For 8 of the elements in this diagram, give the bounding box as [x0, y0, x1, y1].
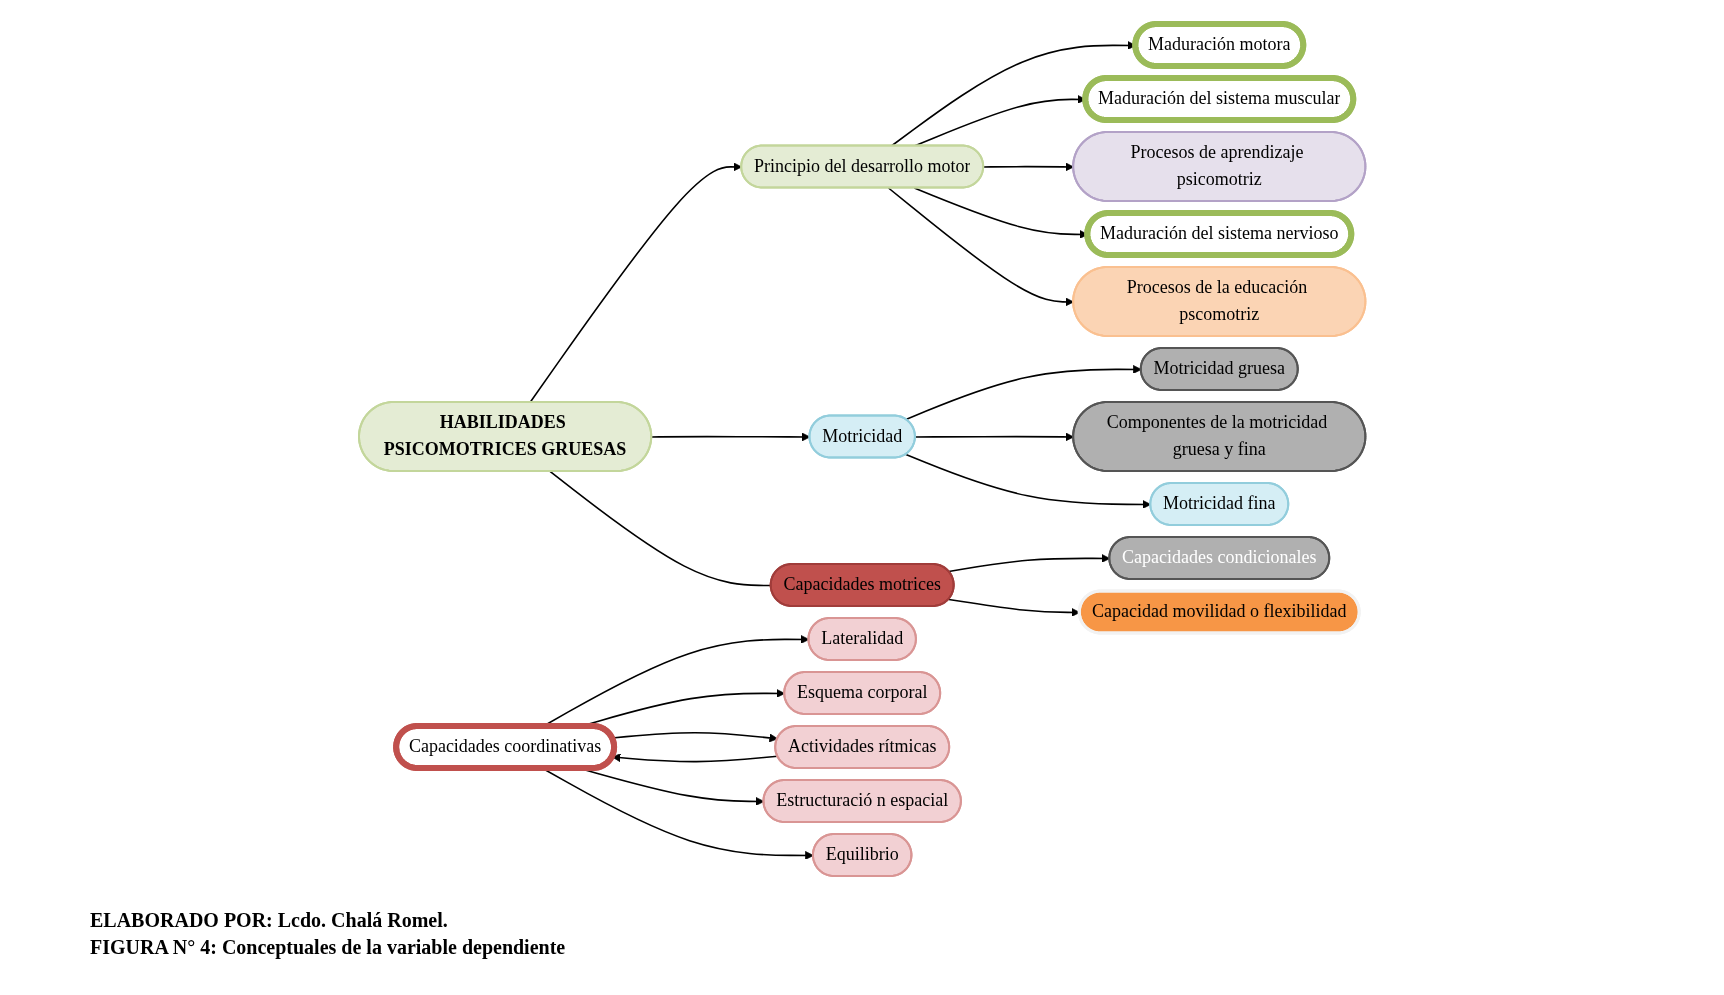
arrow [914, 432, 1074, 442]
arrow [887, 187, 1074, 307]
arrow [982, 162, 1074, 172]
caption-note: ELABORADO POR: Lcdo. Chalá Romel. [90, 909, 449, 932]
arrow [904, 453, 1151, 509]
arrow [947, 554, 1110, 573]
caption-note: FIGURA N° 4: Conceptuales de la variable dependiente [90, 936, 566, 959]
arrow [947, 598, 1080, 617]
